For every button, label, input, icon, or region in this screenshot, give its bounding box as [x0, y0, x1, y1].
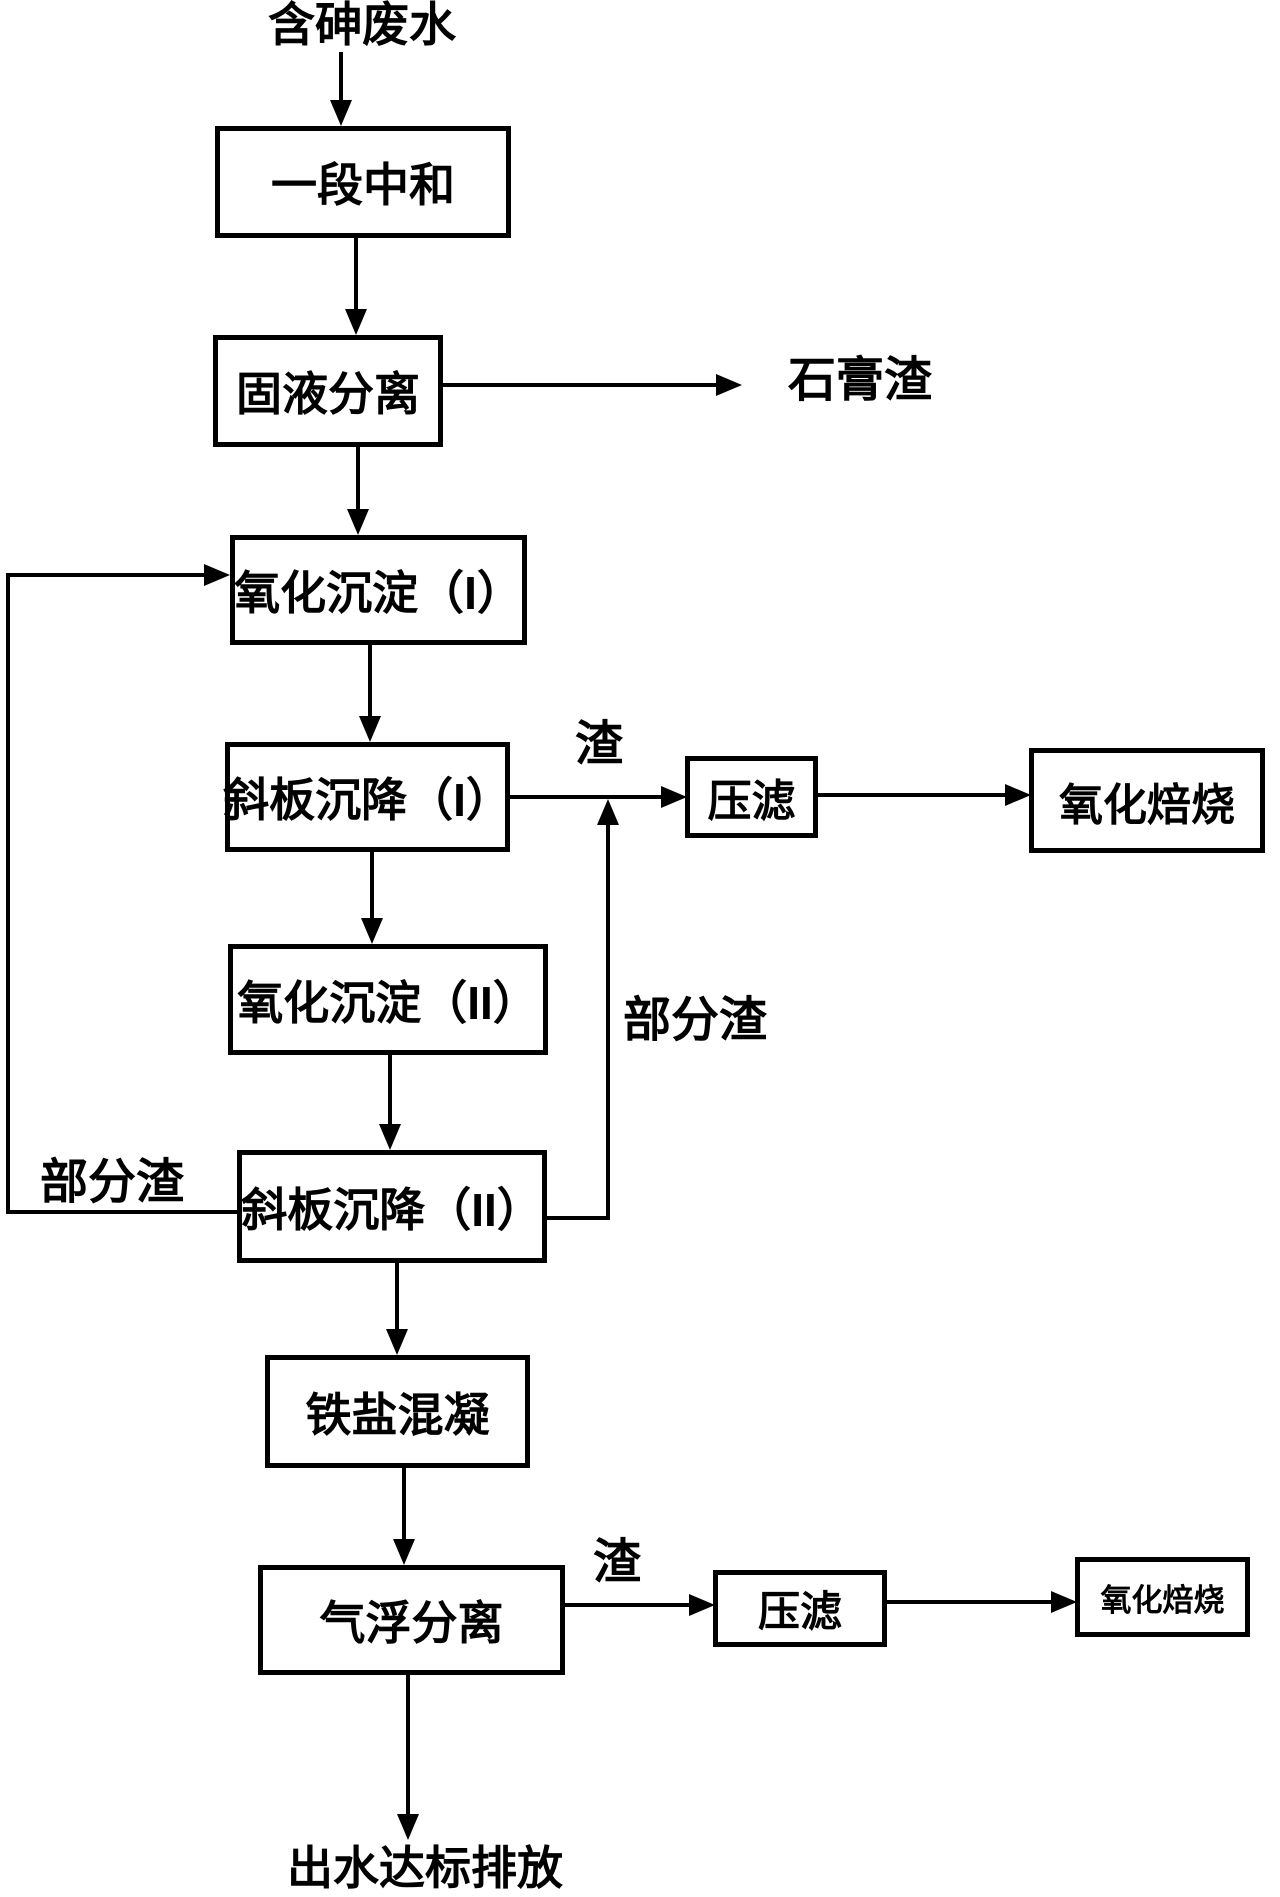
arrowhead-down-icon	[345, 309, 367, 335]
arrowhead-down-icon	[379, 1124, 401, 1150]
input-stream-label: 含砷废水	[268, 0, 456, 51]
box-label-solid-liquid-separation: 固液分离	[236, 368, 420, 420]
process-box-plate-settling-1: 斜板沉降（I）	[223, 742, 512, 852]
arrowhead-right-icon	[716, 374, 742, 396]
box-label-neutralization: 一段中和	[271, 159, 455, 211]
connector-settling1-to-pressfilter1	[510, 795, 661, 799]
box-label-plate-settling-2: 斜板沉降（II）	[241, 1183, 543, 1236]
box-label-press-filter-1: 压滤	[707, 777, 796, 826]
box-label-press-filter-2: 压滤	[757, 1588, 842, 1635]
box-label-oxidation-precipitation-1: 氧化沉淀（I）	[234, 567, 523, 619]
box-label-plate-settling-1: 斜板沉降（I）	[223, 774, 512, 826]
connector-input-to-neutralization	[339, 52, 343, 102]
box-label-air-flotation: 气浮分离	[319, 1597, 504, 1649]
process-box-air-flotation: 气浮分离	[258, 1565, 565, 1675]
arrowhead-down-icon	[330, 100, 352, 126]
arrowhead-right-icon	[689, 1594, 715, 1616]
gypsum-residue-label: 石膏渣	[788, 354, 933, 407]
connector-neutralization-to-separation	[354, 238, 358, 311]
recycle-loop-top-line	[6, 573, 206, 577]
connector-oxidation2-to-settling2	[388, 1055, 392, 1124]
connector-settling2-to-coagulation	[395, 1263, 399, 1329]
process-box-oxidation-precipitation-2: 氧化沉淀（II）	[228, 944, 548, 1055]
box-label-oxidation-precipitation-2: 氧化沉淀（II）	[237, 976, 539, 1029]
connector-coagulation-to-flotation	[402, 1468, 406, 1539]
partial-residue-recycle-label: 部分渣	[40, 1156, 185, 1209]
box-label-oxidation-roasting-1: 氧化焙烧	[1059, 780, 1235, 830]
connector-settling1-to-oxidation2	[370, 852, 374, 918]
arrowhead-up-icon	[597, 799, 619, 825]
process-box-iron-salt-coagulation: 铁盐混凝	[265, 1355, 530, 1468]
arrowhead-down-icon	[361, 918, 383, 944]
process-box-oxidation-precipitation-1: 氧化沉淀（I）	[230, 535, 527, 645]
connector-oxidation1-to-settling1	[368, 645, 372, 716]
recycle-loop-vertical-line	[6, 573, 10, 1214]
connector-flotation-to-pressfilter2	[565, 1603, 689, 1607]
box-label-oxidation-roasting-2: 氧化焙烧	[1100, 1582, 1225, 1618]
arrowhead-right-icon	[1051, 1591, 1077, 1613]
arrowhead-down-icon	[386, 1329, 408, 1355]
arrowhead-down-icon	[397, 1814, 419, 1840]
connector-flotation-to-output	[406, 1675, 410, 1814]
process-box-press-filter-2: 压滤	[713, 1570, 887, 1647]
process-box-solid-liquid-separation: 固液分离	[213, 335, 443, 447]
process-box-oxidation-roasting-2: 氧化焙烧	[1075, 1557, 1250, 1637]
recycle-loop-bottom-line	[6, 1210, 239, 1214]
process-box-plate-settling-2: 斜板沉降（II）	[237, 1150, 547, 1263]
process-box-neutralization: 一段中和	[215, 126, 511, 238]
partial-residue-vertical-line	[606, 825, 610, 1218]
process-box-press-filter-1: 压滤	[685, 756, 818, 838]
residue-1-label: 渣	[575, 718, 624, 771]
connector-pressfilter2-to-roasting2	[887, 1600, 1051, 1604]
partial-residue-stub-line	[547, 1216, 610, 1220]
arrowhead-down-icon	[347, 509, 369, 535]
arrowhead-right-icon	[661, 786, 687, 808]
box-label-iron-salt-coagulation: 铁盐混凝	[305, 1388, 490, 1441]
partial-residue-to-filter-label: 部分渣	[623, 994, 768, 1047]
arrowhead-down-icon	[359, 716, 381, 742]
connector-separation-to-oxidation1	[356, 447, 360, 509]
process-box-oxidation-roasting-1: 氧化焙烧	[1029, 748, 1265, 853]
arrowhead-right-icon	[204, 564, 230, 586]
connector-pressfilter1-to-roasting1	[818, 793, 1005, 797]
arrowhead-right-icon	[1005, 784, 1031, 806]
output-stream-label: 出水达标排放	[287, 1842, 563, 1894]
residue-2-label: 渣	[593, 1536, 642, 1589]
connector-separation-to-gypsum	[443, 383, 718, 387]
arrowhead-down-icon	[393, 1539, 415, 1565]
